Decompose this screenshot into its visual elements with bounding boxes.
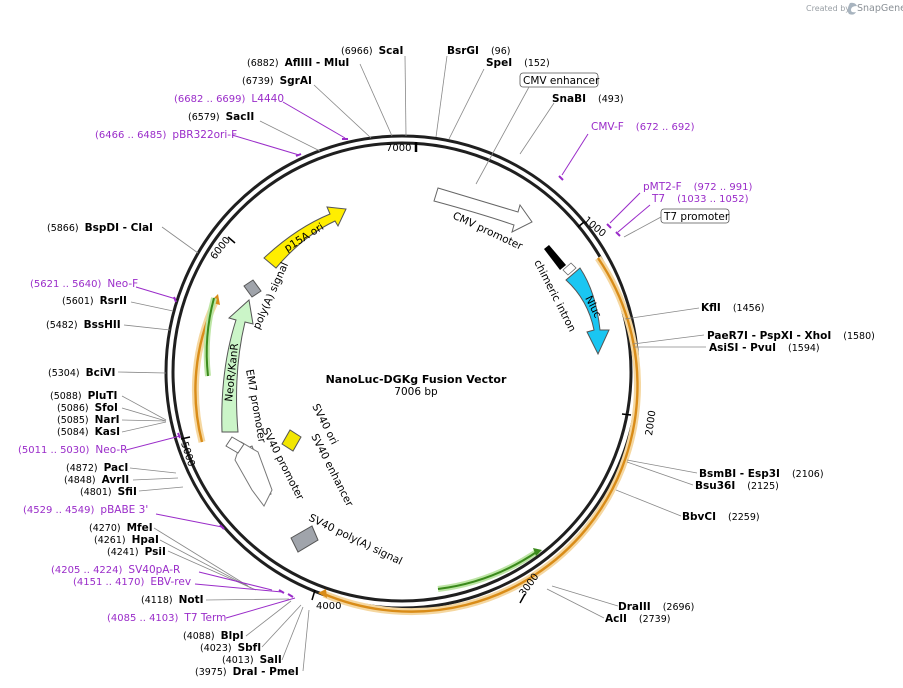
site-spei: SpeI(152): [486, 57, 550, 69]
polya-signal-box: [243, 279, 262, 298]
site-bsmbi: BsmBI - Esp3I(2106): [699, 468, 824, 480]
site-psii: (4241)PsiI: [107, 546, 166, 558]
primer-neo-r: (5011 .. 5030)Neo-R: [18, 444, 127, 456]
site-noti: (4118)NotI: [141, 594, 204, 606]
feature-label-sv40-polya: SV40 poly(A) signal: [307, 512, 404, 568]
map-length: 7006 bp: [394, 386, 438, 398]
snapgene-logo: [847, 2, 857, 15]
credit-brand: SnapGene: [857, 3, 903, 14]
p15a-ori-arrow: [263, 206, 347, 269]
site-hpai: (4261)HpaI: [94, 534, 159, 546]
site-sfoi: (5086)SfoI: [57, 402, 118, 414]
site-draiii: DraIII(2696): [618, 601, 694, 613]
site-sfii: (4801)SfiI: [80, 486, 137, 498]
site-acli: AclI(2739): [605, 613, 670, 625]
primer-leaders: [125, 101, 651, 619]
tick-mark-1000: [577, 221, 585, 228]
feature-label-nluc: Nluc: [582, 294, 603, 320]
green-arc-bottom-arrow: [533, 548, 542, 556]
primer-sv40pa-r: (4205 .. 4224)SV40pA-R: [51, 564, 180, 576]
primer-l4440: (6682 .. 6699)L4440: [174, 93, 284, 105]
site-bbvci: BbvCI(2259): [682, 511, 760, 523]
feature-label-em7-promoter: EM7 promoter: [243, 368, 268, 444]
tick-mark-4000: [311, 589, 316, 601]
primer-t7: T7(1033 .. 1052): [651, 193, 749, 205]
site-leaders: [117, 55, 706, 672]
site-asisi: AsiSI - PvuI(1594): [709, 342, 820, 354]
primer-neo-f: (5621 .. 5640)Neo-F: [30, 278, 138, 290]
green-arc-left: [205, 297, 215, 377]
neor-kanr-arrow: [221, 299, 254, 433]
site-kasi: (5084)KasI: [57, 426, 120, 438]
site-bsshii: (5482)BssHII: [46, 319, 121, 331]
credit-prefix: Created by: [806, 4, 850, 13]
em7-promoter-arrow: [225, 436, 245, 454]
tick-label-6000: 6000: [209, 235, 233, 262]
site-snabi: SnaBI(493): [552, 93, 624, 105]
chimeric-intron-bar: [544, 245, 566, 270]
sv40-ori-box: [281, 429, 302, 452]
primer-ebv-rev: (4151 .. 4170)EBV-rev: [73, 576, 191, 588]
site-sali: (4013)SalI: [222, 654, 282, 666]
feature-label-neor-kanr: NeoR/KanR: [223, 343, 241, 403]
site-pluti: (5088)PluTI: [50, 390, 117, 402]
t7-promoter-box: [660, 208, 730, 224]
map-title: NanoLuc-DGKg Fusion Vector: [326, 373, 507, 386]
chimeric-intron-gap: [562, 262, 577, 276]
tick-mark-6000: [227, 236, 236, 244]
cmv-promoter-arrow: [433, 187, 533, 233]
tick-label-2000: 2000: [644, 410, 658, 437]
site-paci: (4872)PacI: [66, 462, 128, 474]
tick-label-7000: 7000: [386, 143, 411, 154]
site-bsu36i: Bsu36I(2125): [695, 480, 779, 492]
site-avrii: (4848)AvrII: [64, 474, 129, 486]
feature-label-polya-signal: poly(A) signal: [251, 261, 291, 332]
primer-pmt2-f: pMT2-F(972 .. 991): [643, 181, 752, 193]
tick-mark-2000: [621, 413, 632, 416]
site-bcivi: (5304)BciVI: [48, 367, 115, 379]
site-rsrii: (5601)RsrII: [62, 295, 127, 307]
cmv-enhancer-label: CMV enhancer: [523, 75, 600, 87]
backbone-inner: [171, 141, 633, 603]
tick-mark-3000: [519, 593, 526, 604]
primer-cmv-f: CMV-F(672 .. 692): [591, 121, 695, 133]
primer-pbabe3: (4529 .. 4549)pBABE 3': [23, 504, 148, 516]
primer-marks: [173, 138, 621, 598]
nluc-arrow: [565, 267, 610, 356]
orf-arc-main-arrow: [318, 589, 327, 598]
cmv-enhancer-leader: [475, 86, 530, 185]
site-sacii: (6579)SacII: [188, 111, 254, 123]
cmv-enhancer-box: [519, 72, 599, 88]
primer-pbr322ori-f: (6466 .. 6485)pBR322ori-F: [95, 129, 237, 141]
primer-t7-term: (4085 .. 4103)T7 Term: [107, 612, 226, 624]
site-scai: (6966)ScaI: [341, 45, 403, 57]
site-bspdi: (5866)BspDI - ClaI: [47, 222, 153, 234]
orf-arc-main: [323, 257, 639, 613]
site-afliii: (6882)AflIII - MluI: [247, 57, 349, 69]
tick-mark-5000: [180, 436, 191, 440]
site-kfli: KflI(1456): [701, 302, 764, 314]
site-bsrgi: BsrGI(96): [447, 45, 510, 57]
site-sbfi: (4023)SbfI: [200, 642, 261, 654]
site-sgrai: (6739)SgrAI: [242, 75, 312, 87]
sv40-enhancer-arrow: [234, 441, 273, 507]
site-blpi: (4088)BlpI: [183, 630, 244, 642]
site-nari: (5085)NarI: [57, 414, 120, 426]
site-paer7i: PaeR7I - PspXI - XhoI(1580): [707, 330, 875, 342]
site-mfei: (4270)MfeI: [89, 522, 153, 534]
t7-promoter-label: T7 promoter: [663, 211, 730, 223]
green-arc-bottom: [437, 550, 539, 590]
t7-promoter-leader: [623, 216, 662, 238]
tick-label-4000: 4000: [316, 601, 341, 612]
sv40-polya-box: [290, 525, 319, 553]
site-drai: (3975)DraI - PmeI: [195, 666, 299, 678]
